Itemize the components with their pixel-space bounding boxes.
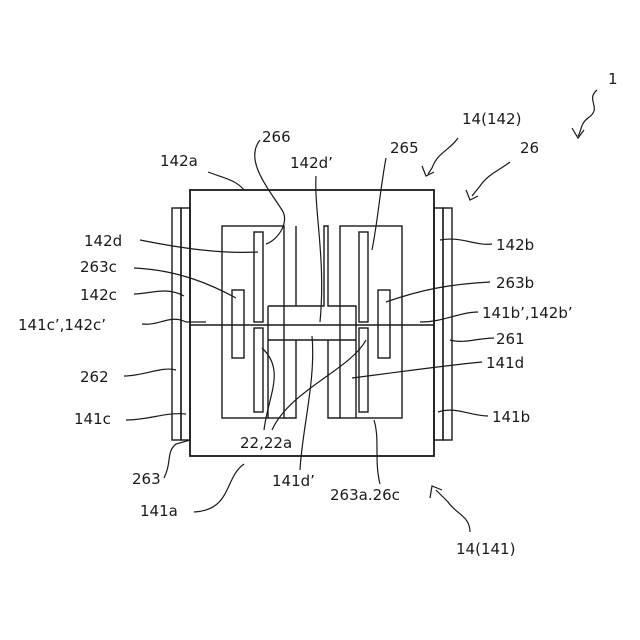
leader-22-b [272,340,366,430]
right-inner-plate [434,208,443,440]
label-141c: 141c [74,410,111,428]
right-coil-frame [340,226,402,418]
label-141d: 141d [486,354,524,372]
label-142d: 142d [84,232,122,250]
leader-263a [374,420,380,484]
leader-142d [140,240,258,252]
label-141c-142c: 141c’,142c’ [18,316,106,334]
label-141b-142b: 141b’,142b’ [482,304,573,322]
leader-141d-prime [300,336,313,470]
label-263: 263 [132,470,161,488]
leader-142a [208,172,244,190]
leader-142d-prime [316,176,322,322]
leader-142c [134,291,184,296]
label-263c: 263c [80,258,117,276]
leader-263 [164,440,190,478]
label-261: 261 [496,330,525,348]
leader-261 [450,338,494,341]
label-141b: 141b [492,408,530,426]
left-inner-plate [181,208,190,440]
label-265: 265 [390,139,419,157]
leader-141d [352,362,482,378]
right-strip-lower [359,328,368,412]
label-22-22a: 22,22a [240,434,292,452]
leader-fig-1 [578,90,597,136]
leader-141b [438,410,488,416]
leader-141c-142c [142,319,206,324]
leader-141a [194,464,244,512]
label-262: 262 [80,368,109,386]
right-outer-plate [443,208,452,440]
leader-141b-142b [420,312,478,322]
right-pad [378,290,390,358]
leader-265 [372,158,386,250]
leader-141c [126,414,186,420]
h-conductor [268,226,356,418]
leader-14-141 [436,490,470,532]
label-142c: 142c [80,286,117,304]
right-strip-upper [359,232,368,322]
label-142d-prime: 142d’ [290,154,333,172]
label-26: 26 [520,139,539,157]
left-strip-lower [254,328,263,412]
label-263a-26c: 263a.26c [330,486,400,504]
left-pad [232,290,244,358]
leader-14-142 [428,138,458,174]
left-strip-upper [254,232,263,322]
label-142b: 142b [496,236,534,254]
outer-body [190,190,434,456]
left-outer-plate [172,208,181,440]
label-142a: 142a [160,152,198,170]
leader-fig-1-arrow [572,128,584,138]
label-14-142: 14(142) [462,110,521,128]
label-141d-prime: 141d’ [272,472,315,490]
leader-266 [255,140,285,244]
leader-14-141-arrow [430,486,442,498]
label-14-141: 14(141) [456,540,515,558]
label-141a: 141a [140,502,178,520]
leader-262 [124,369,176,376]
leader-142b [440,239,492,244]
leader-263c [134,268,236,298]
label-fig-number: 1 [608,70,618,88]
label-263b: 263b [496,274,534,292]
label-266: 266 [262,128,291,146]
leader-26 [472,162,510,196]
